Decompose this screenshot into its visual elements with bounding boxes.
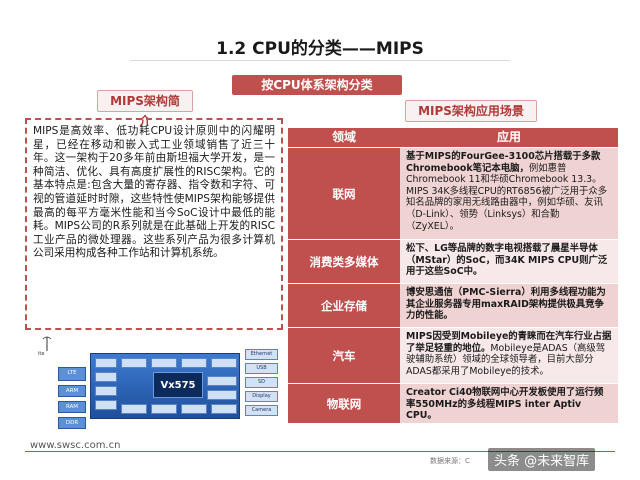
diagram-block-ram: RAM [58,401,86,413]
table-header-row: 领域 应用 [288,128,618,147]
page-title: 1.2 CPU的分类——MIPS [216,39,424,59]
row-app: 博安思通信（PMC-Sierra）利用多线程功能为其企业服务器专用maxRAID… [400,283,618,327]
intro-box: MIPS是高效率、低功耗CPU设计原则中的闪耀明星，已经在移动和嵌入式工业领域销… [25,118,283,330]
apps-tag: MIPS架构应用场景 [405,100,537,122]
table-header-field: 领域 [288,128,400,147]
row-app: 基于MIPS的FourGee-3100芯片搭载于多款Chromebook笔记本电… [400,147,618,239]
table-row: 消费类多媒体 松下、LG等品牌的数字电视搭载了晨星半导体（MStar）的SoC，… [288,239,618,283]
diagram-block-ddr: DDR [58,417,86,429]
section-banner: 按CPU体系架构分类 [232,75,402,95]
soc-block: Vx575 [90,353,240,419]
apps-table: 领域 应用 联网 基于MIPS的FourGee-3100芯片搭载于多款Chrom… [288,128,618,423]
title-divider [130,60,510,61]
row-app-bold: MIPS因受到Mobileye的青睐而在汽车行业占据了举足轻重的地位。 [406,331,612,354]
diagram-block-sd: SD [245,377,278,388]
row-field: 联网 [288,147,400,239]
diagram-block-usb: USB [245,363,278,374]
intro-paragraph: MIPS是高效率、低功耗CPU设计原则中的闪耀明星，已经在移动和嵌入式工业领域销… [33,125,275,260]
row-app: MIPS因受到Mobileye的青睐而在汽车行业占据了举足轻重的地位。Mobil… [400,327,618,383]
watermark: 头条 @未来智库 [488,448,596,471]
row-app: 松下、LG等品牌的数字电视搭载了晨星半导体（MStar）的SoC，而34K MI… [400,239,618,283]
table-row: 企业存储 博安思通信（PMC-Sierra）利用多线程功能为其企业服务器专用ma… [288,283,618,327]
diagram-block-ethernet: Ethernet [245,349,278,360]
row-app-text: Creator Ci40物联网中心开发板使用了运行频率550MHz的多线程MIP… [406,387,604,422]
table-row: 汽车 MIPS因受到Mobileye的青睐而在汽车行业占据了举足轻重的地位。Mo… [288,327,618,383]
table-row: 联网 基于MIPS的FourGee-3100芯片搭载于多款Chromebook笔… [288,147,618,239]
diagram-block-display: Display [245,391,278,402]
footer-source: 数据来源：C [430,457,470,465]
row-app-bold: 博安思通信（PMC-Sierra）利用多线程功能为其企业服务器专用maxRAID… [406,287,606,322]
row-app-text: Mobileye是ADAS（高级驾驶辅助系统）领域的全球领导者，目前大部分ADA… [406,342,606,377]
row-app: Creator Ci40物联网中心开发板使用了运行频率550MHz的多线程MIP… [400,383,618,423]
row-app-text: 松下、LG等品牌的数字电视搭载了晨星半导体（MStar）的SoC，而34K MI… [406,243,608,278]
table-row: 物联网 Creator Ci40物联网中心开发板使用了运行频率550MHz的多线… [288,383,618,423]
soc-core-label: Vx575 [153,372,203,398]
table-header-app: 应用 [400,128,618,147]
footer-divider [25,451,615,452]
diagram-logo: ite [38,351,45,357]
row-field: 企业存储 [288,283,400,327]
antenna-icon [42,336,52,351]
row-field: 消费类多媒体 [288,239,400,283]
diagram-block-camera: Camera [245,405,278,416]
row-app-text: 例如惠普Chromebook 11和华硕Chromebook 13.3。MIPS… [406,162,608,232]
footer-site: www.swsc.com.cn [30,440,121,451]
diagram-block-lte: LTE [58,367,86,381]
row-field: 汽车 [288,327,400,383]
diagram-block-arm: ARM [58,385,86,397]
intro-tag: MIPS架构简介 [97,90,193,128]
row-app-bold: 基于MIPS的FourGee-3100芯片搭载于多款Chromebook笔记本电… [406,151,601,174]
row-field: 物联网 [288,383,400,423]
chip-diagram: ite LTE ARM RAM DDR Vx575 Ethernet USB S… [30,333,280,431]
